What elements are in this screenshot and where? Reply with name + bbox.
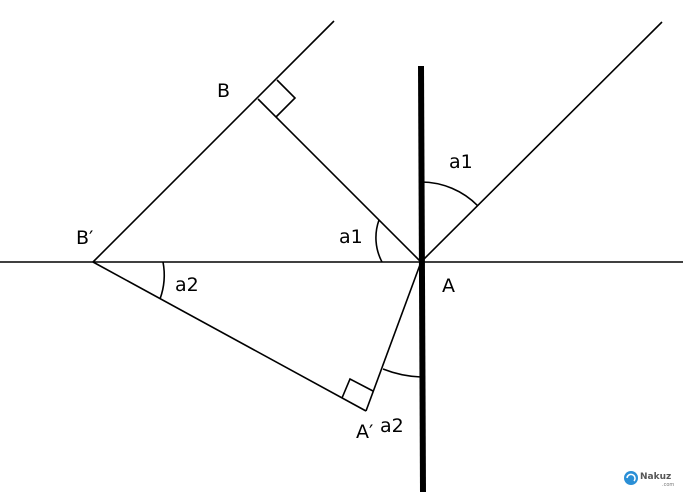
segment-b-a [257, 98, 422, 263]
right-angle-a-prime [341, 377, 374, 399]
ray-a-top-right [420, 21, 663, 263]
label-point-b-prime: B′ [76, 227, 93, 249]
logo-text: Nakuz [640, 472, 671, 482]
label-angle-a1-top: a1 [449, 151, 473, 173]
mirror-line [418, 65, 426, 493]
label-angle-a2-bottom: a2 [380, 415, 404, 437]
arc-a2-left [159, 261, 166, 300]
arc-a1-top [420, 181, 479, 207]
label-angle-a2-left: a2 [175, 274, 199, 296]
arc-a2-bottom [382, 368, 422, 378]
label-point-b: B [217, 80, 230, 102]
right-angle-b [275, 79, 297, 118]
nakuz-logo: Nakuz .com [624, 471, 674, 488]
line-b-prime-b [92, 20, 335, 263]
segment-b-prime-a-prime [92, 261, 367, 412]
segment-a-prime-a [365, 261, 422, 412]
logo-icon-swoosh [626, 473, 636, 482]
label-point-a-prime: A′ [356, 421, 373, 443]
logo-sub: .com [662, 482, 674, 488]
label-point-a: A [442, 275, 455, 297]
logo-icon [624, 471, 638, 485]
label-angle-a1-left: a1 [339, 226, 363, 248]
arc-a1-left [375, 219, 383, 263]
